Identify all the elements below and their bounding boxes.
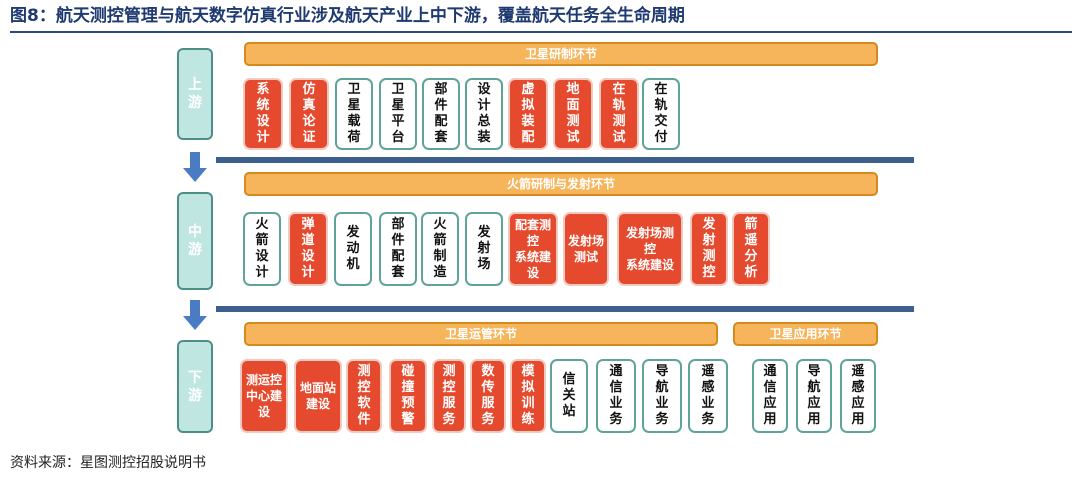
stage-divider [216, 306, 914, 312]
item-label: 信关站 [562, 372, 576, 419]
item-label: 弹道设计 [301, 217, 315, 280]
item-label: 数传服务 [481, 364, 495, 427]
item-label: 配套测控系统建设 [514, 218, 551, 280]
item-label: 火箭制造 [433, 217, 447, 280]
item-label: 导航应用 [807, 364, 821, 427]
downstream-item-box: 信关站 [550, 359, 588, 433]
midstream-item-box: 发射场 [465, 212, 503, 286]
stage-upstream: 上游 [177, 48, 213, 140]
item-label: 发射场测控系统建设 [625, 226, 674, 272]
midstream-item-box: 发射场测控系统建设 [617, 212, 683, 286]
midstream-item-box: 火箭设计 [243, 212, 281, 286]
item-label: 遥感业务 [701, 364, 715, 427]
stage-divider [216, 157, 914, 163]
midstream-item-box: 发动机 [334, 212, 372, 286]
downstream-item-box: 模拟训练 [510, 359, 546, 433]
band-satellite-app: 卫星应用环节 [733, 322, 878, 346]
upstream-item-box: 地面测试 [553, 78, 593, 150]
title-rule [10, 31, 1072, 33]
figure-title: 图8：航天测控管理与航天数字仿真行业涉及航天产业上中下游，覆盖航天任务全生命周期 [10, 6, 685, 26]
upstream-item-box: 卫星载荷 [335, 78, 373, 150]
downstream-item-box: 测运控中心建设 [240, 359, 288, 433]
midstream-item-box: 火箭制造 [421, 212, 459, 286]
stage-downstream: 下游 [177, 340, 213, 433]
item-label: 通信业务 [609, 364, 623, 427]
downstream-item-box: 地面站建设 [294, 359, 342, 433]
item-label: 部件配套 [391, 217, 405, 280]
stage-upstream-label: 上游 [188, 77, 202, 111]
item-label: 在轨交付 [654, 82, 668, 145]
downstream-item-box: 测控软件 [346, 359, 382, 433]
downstream-item-box: 测控服务 [432, 359, 466, 433]
midstream-item-box: 发射场测试 [563, 212, 609, 286]
item-label: 在轨测试 [612, 82, 626, 145]
midstream-item-box: 配套测控系统建设 [508, 212, 558, 286]
upstream-item-box: 在轨交付 [642, 78, 680, 150]
item-label: 发射场测试 [567, 234, 604, 264]
item-label: 测运控中心建设 [245, 373, 282, 419]
item-label: 模拟训练 [521, 364, 535, 427]
upstream-item-box: 卫星平台 [379, 78, 417, 150]
band-satellite-rd: 卫星研制环节 [244, 42, 878, 66]
application-item-box: 通信应用 [752, 359, 788, 433]
midstream-item-box: 弹道设计 [288, 212, 328, 286]
downstream-item-box: 碰撞预警 [389, 359, 427, 433]
application-item-box: 导航应用 [796, 359, 832, 433]
stage-midstream-label: 中游 [188, 224, 202, 258]
item-label: 发射测控 [702, 217, 716, 280]
downstream-item-box: 数传服务 [470, 359, 506, 433]
item-label: 箭遥分析 [744, 217, 758, 280]
stage-midstream: 中游 [177, 192, 213, 290]
item-label: 遥感应用 [851, 364, 865, 427]
downstream-item-box: 通信业务 [596, 359, 636, 433]
downstream-item-box: 导航业务 [642, 359, 682, 433]
item-label: 地面测试 [566, 82, 580, 145]
downstream-item-box: 遥感业务 [688, 359, 728, 433]
item-label: 测控服务 [442, 364, 456, 427]
item-label: 测控软件 [357, 364, 371, 427]
item-label: 发动机 [346, 225, 360, 272]
upstream-item-box: 部件配套 [422, 78, 460, 150]
item-label: 地面站建设 [299, 381, 336, 411]
band-satellite-ops: 卫星运管环节 [244, 322, 718, 346]
band-rocket-launch: 火箭研制与发射环节 [244, 172, 878, 196]
upstream-item-box: 设计总装 [465, 78, 503, 150]
item-label: 卫星平台 [391, 82, 405, 145]
item-label: 导航业务 [655, 364, 669, 427]
item-label: 卫星载荷 [347, 82, 361, 145]
application-item-box: 遥感应用 [840, 359, 876, 433]
midstream-item-box: 发射测控 [690, 212, 728, 286]
upstream-item-box: 在轨测试 [599, 78, 639, 150]
item-label: 发射场 [477, 225, 491, 272]
item-label: 火箭设计 [255, 217, 269, 280]
upstream-item-box: 虚拟装配 [508, 78, 548, 150]
stage-downstream-label: 下游 [188, 369, 202, 404]
upstream-item-box: 系统设计 [243, 78, 283, 150]
item-label: 设计总装 [477, 82, 491, 145]
item-label: 碰撞预警 [401, 364, 415, 427]
source-note: 资料来源：星图测控招股说明书 [10, 455, 206, 471]
item-label: 通信应用 [763, 364, 777, 427]
item-label: 系统设计 [256, 82, 270, 145]
midstream-item-box: 箭遥分析 [732, 212, 770, 286]
item-label: 虚拟装配 [521, 82, 535, 145]
upstream-item-box: 仿真论证 [289, 78, 329, 150]
item-label: 部件配套 [434, 82, 448, 145]
midstream-item-box: 部件配套 [379, 212, 417, 286]
item-label: 仿真论证 [302, 82, 316, 145]
